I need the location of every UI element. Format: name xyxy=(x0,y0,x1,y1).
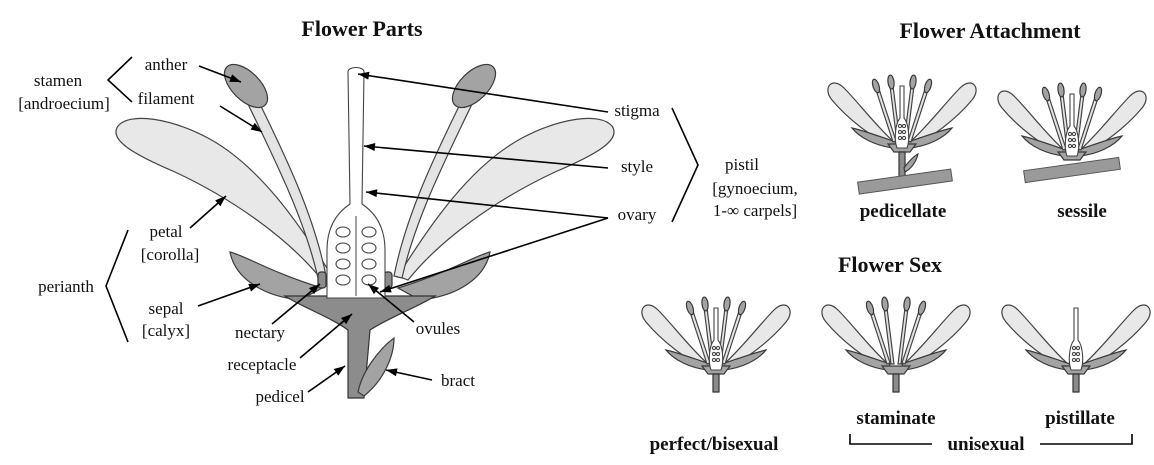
label-pedicel: pedicel xyxy=(255,387,304,406)
caption-unisexual: unisexual xyxy=(947,434,1024,455)
flower-perfect xyxy=(642,297,790,392)
flower-sessile xyxy=(998,83,1146,183)
label-filament: filament xyxy=(138,89,195,108)
flower-parts-title: Flower Parts xyxy=(301,16,423,41)
label-corolla: [corolla] xyxy=(141,245,200,264)
caption-staminate: staminate xyxy=(856,408,935,429)
label-receptacle: receptacle xyxy=(228,355,297,374)
caption-pistillate: pistillate xyxy=(1045,408,1115,429)
caption-sessile: sessile xyxy=(1057,201,1107,222)
arrow-receptacle xyxy=(300,314,352,358)
label-ovules: ovules xyxy=(416,319,460,338)
label-bract: bract xyxy=(441,371,475,390)
bracket-pistil xyxy=(672,108,698,222)
bracket-perianth xyxy=(106,230,128,342)
flower-sex-title: Flower Sex xyxy=(838,252,942,277)
label-calyx: [calyx] xyxy=(142,321,190,340)
flower-attachment-title: Flower Attachment xyxy=(899,18,1081,43)
arrow-bract xyxy=(386,368,432,380)
label-petal: petal xyxy=(149,222,182,241)
label-pistil: pistil xyxy=(725,155,759,174)
flower-pedicellate xyxy=(828,75,976,194)
label-stigma: stigma xyxy=(614,101,660,120)
arrow-pedicel xyxy=(308,366,345,392)
label-carpels: 1-∞ carpels] xyxy=(713,201,797,220)
label-stamen: stamen xyxy=(34,71,83,90)
flower-staminate xyxy=(822,297,970,392)
label-sepal: sepal xyxy=(149,299,184,318)
arrow-petal xyxy=(190,196,226,228)
label-ovary: ovary xyxy=(618,205,657,224)
bracket-stamen xyxy=(108,57,132,102)
arrow-sepal xyxy=(198,284,260,306)
label-anther: anther xyxy=(145,55,188,74)
anther-right xyxy=(445,57,503,115)
label-androecium: [androecium] xyxy=(18,94,110,113)
anther-left xyxy=(217,57,275,115)
label-gynoecium: [gynoecium, xyxy=(712,179,797,198)
label-nectary: nectary xyxy=(235,323,286,342)
caption-perfect: perfect/bisexual xyxy=(650,434,779,455)
flower-pistillate xyxy=(1002,305,1150,392)
caption-pedicellate: pedicellate xyxy=(860,201,947,222)
label-perianth: perianth xyxy=(38,277,94,296)
label-style: style xyxy=(621,157,653,176)
